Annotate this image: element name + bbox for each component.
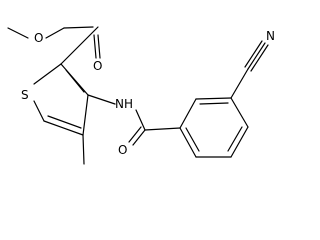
bond-carbonyl-double-1 bbox=[97, 34, 101, 59]
bond-ring-c4-c3 bbox=[82, 94, 89, 136]
bond-nitrile-triple-3 bbox=[244, 40, 263, 68]
amide-carbonyl-oxygen-label: O bbox=[118, 143, 127, 157]
bond-ring-nh bbox=[87, 94, 116, 105]
bond-oxygen-carbonyl-carbon bbox=[45, 27, 65, 39]
bond-benzene-3 bbox=[230, 97, 249, 128]
amide-nh-label: NH bbox=[115, 97, 133, 111]
bond-methyl-oxygen bbox=[7, 27, 29, 39]
bond-nh-carbonyl-carbon bbox=[135, 109, 146, 131]
bond-benzene-6-inner bbox=[185, 127, 200, 152]
bond-benzene-4-inner bbox=[227, 126, 243, 152]
bond-ring-c5-c4 bbox=[43, 120, 84, 136]
bond-benzene-nitrile bbox=[230, 68, 249, 99]
bond-nitrile-triple-1 bbox=[247, 42, 266, 70]
bond-benzene-6 bbox=[179, 127, 197, 158]
bond-carbonyl-double-2 bbox=[93, 34, 97, 59]
bond-ring-c5-c4-inner bbox=[47, 115, 82, 129]
bond-ring-methyl bbox=[82, 134, 85, 165]
ester-oxygen-label: O bbox=[34, 31, 43, 45]
bond-ring-c2-c3-inner bbox=[65, 69, 85, 93]
bond-ester-to-ring bbox=[60, 26, 99, 65]
nitrile-nitrogen-label: N bbox=[266, 29, 275, 43]
bond-carbonyl-carbon-up bbox=[63, 26, 94, 29]
bond-nitrile-triple-2 bbox=[250, 44, 269, 72]
sulfur-label: S bbox=[21, 88, 29, 102]
bond-ring-c2-s bbox=[33, 63, 62, 85]
bond-amide-double-1 bbox=[132, 129, 146, 146]
bond-benzene-2-inner bbox=[199, 102, 229, 105]
bond-benzene-4 bbox=[230, 126, 249, 158]
bond-benzene-2 bbox=[195, 97, 232, 100]
bond-benzene-1 bbox=[179, 98, 197, 129]
ester-carbonyl-oxygen-label: O bbox=[93, 59, 102, 73]
bond-ring-s-c5 bbox=[33, 100, 45, 122]
bond-amide-double-2 bbox=[128, 126, 142, 143]
molecule-structure: O O S NH O N bbox=[7, 26, 275, 165]
bond-amide-to-benzene bbox=[144, 127, 181, 131]
